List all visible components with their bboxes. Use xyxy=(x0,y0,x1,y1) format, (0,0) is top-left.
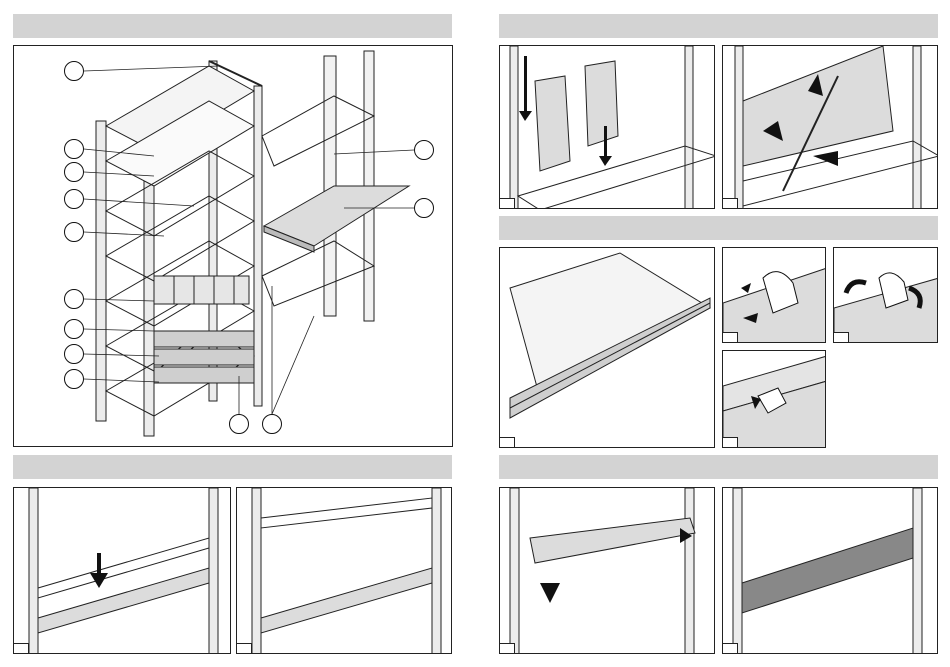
bin-front-insert-panel xyxy=(499,487,715,654)
step-tag xyxy=(723,437,738,447)
section-bar-clips xyxy=(499,216,938,240)
step-tag xyxy=(500,437,515,447)
clip-insert-illustration xyxy=(723,351,826,448)
callout-10 xyxy=(414,140,434,160)
divider-tilt-illustration xyxy=(723,46,938,209)
shelf-rail-illustration xyxy=(500,248,715,448)
clip-attach-panel xyxy=(722,247,826,343)
section-bar-overview xyxy=(13,14,452,38)
step-tag xyxy=(14,643,29,653)
callout-3 xyxy=(64,162,84,182)
step-tag xyxy=(237,643,252,653)
base-rail-fitted-panel xyxy=(236,487,452,654)
step-tag xyxy=(723,332,738,342)
callout-12 xyxy=(229,414,249,434)
bin-front-insert-illustration xyxy=(500,488,715,654)
clip-attach-illustration xyxy=(723,248,826,343)
clip-release-panel xyxy=(833,247,938,343)
shelf-rail-panel xyxy=(499,247,715,448)
section-bar-base-rail xyxy=(13,455,452,479)
clip-release-illustration xyxy=(834,248,938,343)
callout-1 xyxy=(64,61,84,81)
divider-insert-panel xyxy=(499,45,715,209)
base-rail-fitted-illustration xyxy=(237,488,452,654)
base-rail-insert-illustration xyxy=(14,488,231,654)
step-tag xyxy=(500,198,515,208)
step-tag xyxy=(500,643,515,653)
step-tag xyxy=(723,198,738,208)
clip-insert-panel xyxy=(722,350,826,448)
callout-5 xyxy=(64,222,84,242)
divider-tilt-panel xyxy=(722,45,938,209)
section-bar-bin-front xyxy=(499,455,938,479)
base-rail-insert-panel xyxy=(13,487,231,654)
bin-front-fitted-panel xyxy=(722,487,938,654)
step-tag xyxy=(723,643,738,653)
callout-4 xyxy=(64,189,84,209)
section-bar-dividers xyxy=(499,14,938,38)
callout-9 xyxy=(64,369,84,389)
step-tag xyxy=(834,332,849,342)
callout-7 xyxy=(64,319,84,339)
bin-front-fitted-illustration xyxy=(723,488,938,654)
callout-6 xyxy=(64,289,84,309)
callout-2 xyxy=(64,139,84,159)
callout-13 xyxy=(262,414,282,434)
overview-panel xyxy=(13,45,453,447)
callout-8 xyxy=(64,344,84,364)
divider-insert-illustration xyxy=(500,46,715,209)
callout-11 xyxy=(414,198,434,218)
